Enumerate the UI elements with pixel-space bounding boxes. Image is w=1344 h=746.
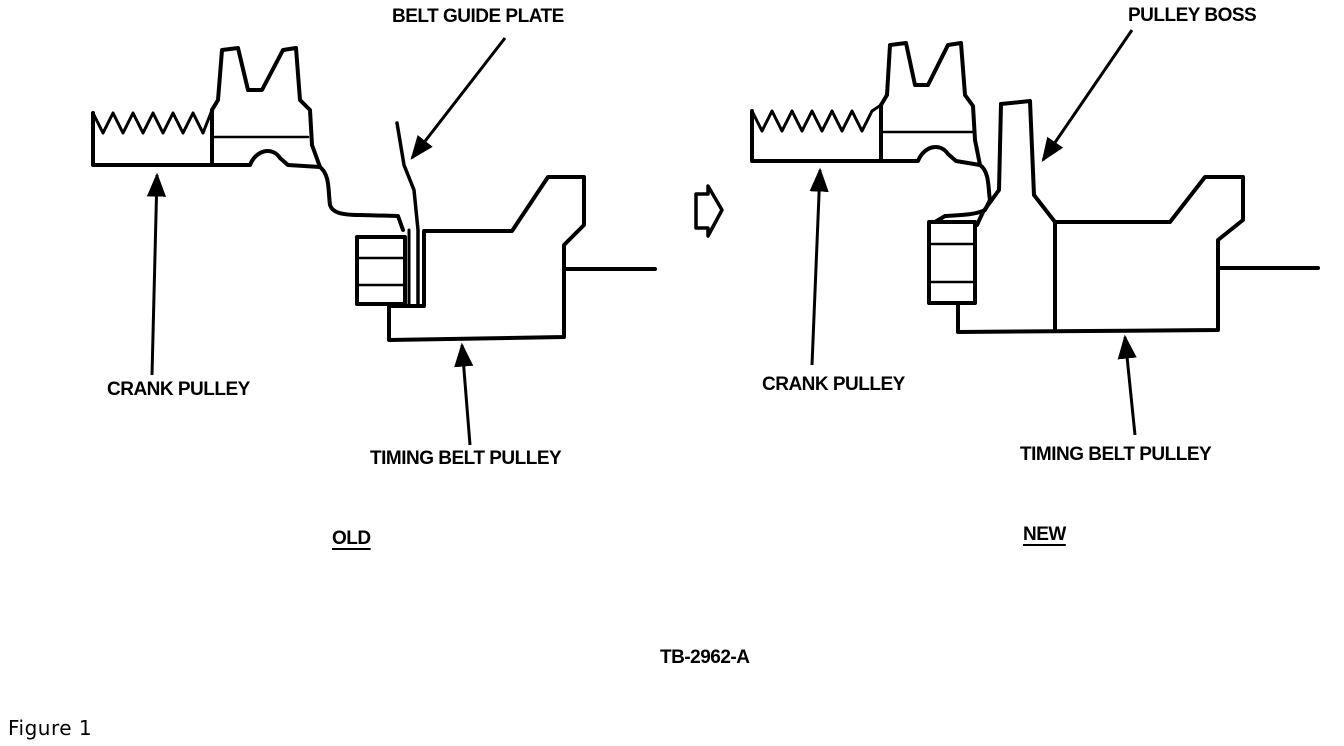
pulley-boss-arrow — [1041, 29, 1134, 162]
new-timing-belt-pulley-arrow — [1117, 334, 1137, 436]
new-leaders — [809, 29, 1137, 436]
new-timing-belt-pulley-label: TIMING BELT PULLEY — [1020, 444, 1212, 465]
old-crank-pulley — [91, 46, 405, 232]
old-timing-belt-pulley-label: TIMING BELT PULLEY — [370, 448, 562, 469]
new-crank-pulley-arrow — [809, 167, 829, 366]
old-assembly — [91, 46, 657, 342]
old-timing-belt-pulley — [387, 175, 657, 342]
old-timing-belt-pulley-arrow — [454, 342, 474, 446]
new-pulley-boss — [975, 99, 1057, 332]
new-assembly — [750, 41, 1320, 334]
new-timing-belt-pulley — [956, 175, 1320, 334]
new-crank-pulley-label: CRANK PULLEY — [762, 374, 905, 395]
old-heading: OLD — [332, 528, 371, 549]
new-crank-pulley — [750, 41, 992, 224]
new-heading: NEW — [1023, 524, 1066, 545]
old-leaders — [146, 37, 507, 446]
belt-guide-plate-arrow — [410, 37, 507, 160]
new-bolt — [927, 220, 977, 305]
old-bolt — [355, 235, 407, 306]
old-belt-guide-plate — [395, 121, 420, 308]
pulley-boss-label: PULLEY BOSS — [1128, 5, 1257, 26]
reference-code: TB-2962-A — [660, 647, 750, 668]
belt-guide-plate-label: BELT GUIDE PLATE — [392, 6, 564, 27]
figure-caption: Figure 1 — [8, 716, 93, 740]
old-crank-pulley-arrow — [146, 172, 167, 376]
old-crank-pulley-label: CRANK PULLEY — [107, 379, 250, 400]
right-arrow-icon — [694, 184, 724, 238]
